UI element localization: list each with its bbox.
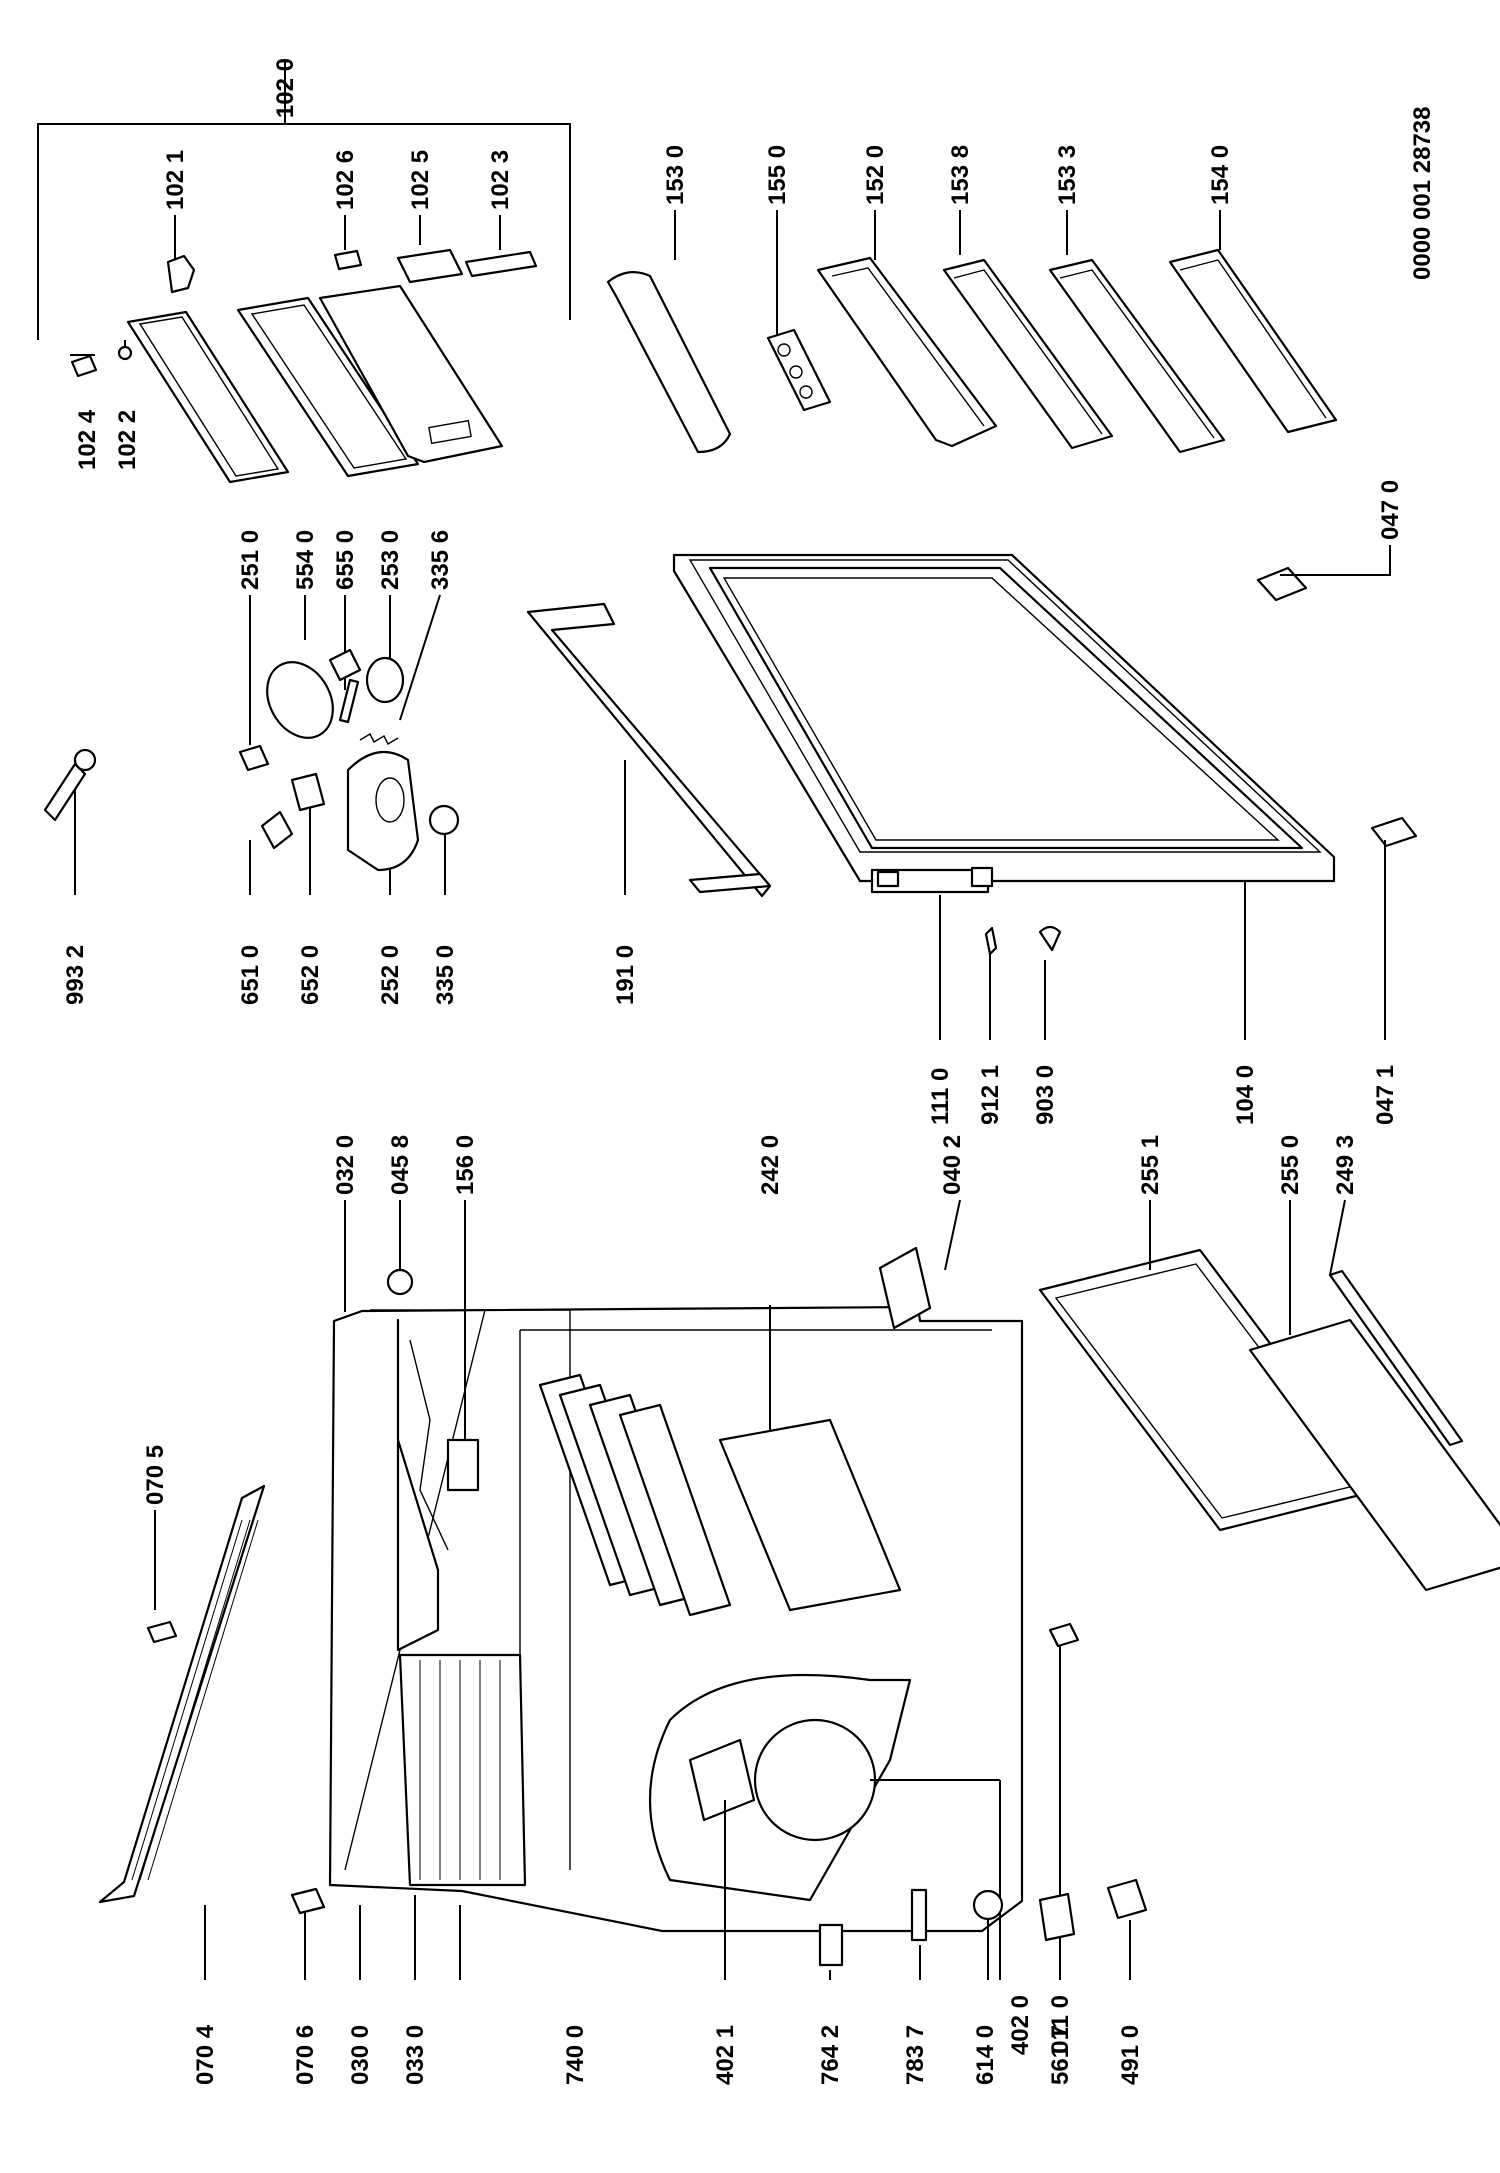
label-912-1: 912 1 bbox=[977, 1065, 1004, 1125]
label-402-0: 402 0 bbox=[1007, 1995, 1034, 2055]
label-156-0: 156 0 bbox=[452, 1135, 479, 1195]
label-402-1: 402 1 bbox=[712, 2025, 739, 2085]
label-102-3: 102 3 bbox=[487, 150, 514, 210]
label-764-2: 764 2 bbox=[817, 2025, 844, 2085]
label-030-0: 030 0 bbox=[347, 2025, 374, 2085]
label-104-0: 104 0 bbox=[1232, 1065, 1259, 1125]
label-652-0: 652 0 bbox=[297, 945, 324, 1005]
label-191-0: 191 0 bbox=[612, 945, 639, 1005]
label-070-6: 070 6 bbox=[292, 2025, 319, 2085]
label-249-3: 249 3 bbox=[1332, 1135, 1359, 1195]
label-993-2: 993 2 bbox=[62, 945, 89, 1005]
label-047-0: 047 0 bbox=[1377, 480, 1404, 540]
label-102-1: 102 1 bbox=[162, 150, 189, 210]
label-153-0: 153 0 bbox=[662, 145, 689, 205]
label-335-6: 335 6 bbox=[427, 530, 454, 590]
label-152-0: 152 0 bbox=[862, 145, 889, 205]
label-614-0: 614 0 bbox=[972, 2025, 999, 2085]
label-903-0: 903 0 bbox=[1032, 1065, 1059, 1125]
label-253-0: 253 0 bbox=[377, 530, 404, 590]
label-032-0: 032 0 bbox=[332, 1135, 359, 1195]
label-255-1: 255 1 bbox=[1137, 1135, 1164, 1195]
label-740-0: 740 0 bbox=[562, 2025, 589, 2085]
label-033-0: 033 0 bbox=[402, 2025, 429, 2085]
label-155-0: 155 0 bbox=[764, 145, 791, 205]
label-070-4: 070 4 bbox=[192, 2024, 219, 2085]
label-070-5: 070 5 bbox=[142, 1445, 169, 1505]
label-102-0: 102 0 bbox=[272, 58, 299, 118]
label-251-0: 251 0 bbox=[237, 530, 264, 590]
label-154-0: 154 0 bbox=[1207, 145, 1234, 205]
label-252-0: 252 0 bbox=[377, 945, 404, 1005]
document-code: 0000 001 28738 bbox=[1409, 106, 1436, 280]
label-153-3: 153 3 bbox=[1054, 145, 1081, 205]
door-assembly bbox=[526, 545, 1418, 1040]
door-shelf-group bbox=[37, 60, 571, 484]
label-242-0: 242 0 bbox=[757, 1135, 784, 1195]
label-011-0: 011 0 bbox=[1047, 1995, 1074, 2054]
cabinet bbox=[98, 1200, 1148, 1980]
glass-shelves bbox=[878, 1199, 1500, 1592]
thermostat-cluster bbox=[43, 594, 460, 895]
label-491-0: 491 0 bbox=[1117, 2025, 1144, 2085]
label-783-7: 783 7 bbox=[902, 2025, 929, 2085]
part-labels: 102 0 102 1 102 6 102 5 102 3 102 4 102 … bbox=[62, 58, 1436, 2085]
label-153-8: 153 8 bbox=[947, 145, 974, 205]
label-102-4: 102 4 bbox=[74, 409, 101, 470]
label-102-2: 102 2 bbox=[114, 410, 141, 470]
label-045-8: 045 8 bbox=[387, 1135, 414, 1195]
label-651-0: 651 0 bbox=[237, 945, 264, 1005]
label-255-0: 255 0 bbox=[1277, 1135, 1304, 1195]
label-102-5: 102 5 bbox=[407, 150, 434, 210]
label-335-0: 335 0 bbox=[432, 945, 459, 1005]
label-047-1: 047 1 bbox=[1372, 1065, 1399, 1125]
door-shelves bbox=[606, 210, 1338, 454]
label-111-0: 111 0 bbox=[927, 1068, 954, 1125]
label-102-6: 102 6 bbox=[332, 150, 359, 210]
label-655-0: 655 0 bbox=[332, 530, 359, 590]
label-554-0: 554 0 bbox=[292, 530, 319, 590]
label-561-7: 561 7 bbox=[1047, 2025, 1074, 2085]
label-040-2: 040 2 bbox=[939, 1135, 966, 1195]
